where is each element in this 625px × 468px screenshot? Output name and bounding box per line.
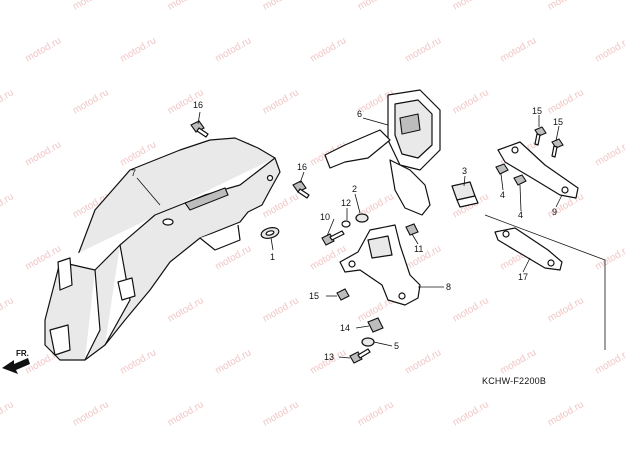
rear-fender-part xyxy=(44,137,281,361)
watermark: motod.ru xyxy=(0,87,16,116)
watermark: motod.ru xyxy=(71,0,111,13)
watermark: motod.ru xyxy=(166,295,206,324)
stay-part xyxy=(497,141,579,199)
watermark: motod.ru xyxy=(0,399,16,428)
callout-label: 14 xyxy=(340,323,350,333)
callout-label: 16 xyxy=(297,162,307,172)
collar-part xyxy=(355,213,369,223)
grommet-part xyxy=(260,227,280,239)
callout-label: 17 xyxy=(518,272,528,282)
bolt-part xyxy=(551,138,564,158)
license-bracket-part xyxy=(324,89,441,216)
callout-label: 15 xyxy=(532,106,542,116)
watermark: motod.ru xyxy=(451,87,491,116)
bolt-part xyxy=(190,120,209,138)
nut-part xyxy=(495,163,509,175)
watermark: motod.ru xyxy=(0,191,16,220)
nut-part xyxy=(367,317,384,333)
bolt-part xyxy=(336,288,350,301)
watermark: motod.ru xyxy=(261,87,301,116)
callout-label: 4 xyxy=(518,210,523,220)
watermark: motod.ru xyxy=(309,35,349,64)
watermark: motod.ru xyxy=(261,0,301,13)
callout-label: 11 xyxy=(414,244,423,254)
sub-bracket-part xyxy=(484,214,606,350)
watermark: motod.ru xyxy=(404,347,444,376)
callout-label: 6 xyxy=(357,109,362,119)
callout-label: 10 xyxy=(320,212,330,222)
callout-label: 15 xyxy=(553,117,563,127)
callout-label: 15 xyxy=(309,291,319,301)
watermark: motod.ru xyxy=(24,243,64,272)
watermark: motod.ru xyxy=(214,347,254,376)
mount-bracket-part xyxy=(339,224,421,306)
callout-label: 1 xyxy=(270,252,275,262)
nut-part xyxy=(405,223,419,236)
watermark: motod.ru xyxy=(24,35,64,64)
watermark: motod.ru xyxy=(119,347,159,376)
callout-label: 9 xyxy=(552,207,557,217)
callout-label: 12 xyxy=(341,198,351,208)
watermark: motod.ru xyxy=(0,295,16,324)
bolt-part xyxy=(292,180,310,199)
watermark: motod.ru xyxy=(0,0,16,13)
callout-label: 8 xyxy=(446,282,451,292)
callout-label: 4 xyxy=(500,190,505,200)
callout-label: 5 xyxy=(394,341,399,351)
watermark: motod.ru xyxy=(71,399,111,428)
watermark: motod.ru xyxy=(309,243,349,272)
watermark: motod.ru xyxy=(261,399,301,428)
callout-labels: 16 7 1 16 6 2 10 12 11 3 4 4 9 15 15 15 … xyxy=(131,100,563,362)
watermark: motod.ru xyxy=(451,0,491,13)
callout-label: 13 xyxy=(324,352,334,362)
figure-code: KCHW-F2200B xyxy=(482,376,547,386)
watermark: motod.ru xyxy=(546,399,586,428)
watermark: motod.ru xyxy=(594,243,625,272)
watermark: motod.ru xyxy=(261,295,301,324)
callout-label: 7 xyxy=(131,168,136,178)
watermark: motod.ru xyxy=(71,87,111,116)
watermark: motod.ru xyxy=(546,0,586,13)
callout-label: 3 xyxy=(462,166,467,176)
watermark: motod.ru xyxy=(499,347,539,376)
watermark: motod.ru xyxy=(356,0,396,13)
direction-label: FR. xyxy=(16,349,29,358)
front-direction-arrow-icon: FR. xyxy=(2,349,30,374)
watermark: motod.ru xyxy=(166,0,206,13)
watermark: motod.ru xyxy=(594,139,625,168)
watermark: motod.ru xyxy=(24,139,64,168)
watermark: motod.ru xyxy=(119,35,159,64)
bolt-part xyxy=(321,230,345,246)
watermark: motod.ru xyxy=(451,399,491,428)
watermark: motod.ru xyxy=(451,295,491,324)
watermark: motod.ru xyxy=(546,87,586,116)
bolt-part xyxy=(534,126,547,146)
watermark: motod.ru xyxy=(214,35,254,64)
leader-lines xyxy=(136,111,563,359)
watermark: motod.ru xyxy=(356,399,396,428)
watermark: motod.ru xyxy=(499,35,539,64)
nut-part xyxy=(513,174,527,186)
watermark: motod.ru xyxy=(594,347,625,376)
rubber-block-part xyxy=(451,181,479,208)
washer-part xyxy=(341,220,351,228)
callout-label: 16 xyxy=(193,100,203,110)
bolt-part xyxy=(349,348,371,364)
watermark: motod.ru xyxy=(166,399,206,428)
collar-part xyxy=(361,337,375,347)
callout-label: 2 xyxy=(352,184,357,194)
watermark: motod.ru xyxy=(594,35,625,64)
watermark: motod.ru xyxy=(404,35,444,64)
watermark: motod.ru xyxy=(546,295,586,324)
